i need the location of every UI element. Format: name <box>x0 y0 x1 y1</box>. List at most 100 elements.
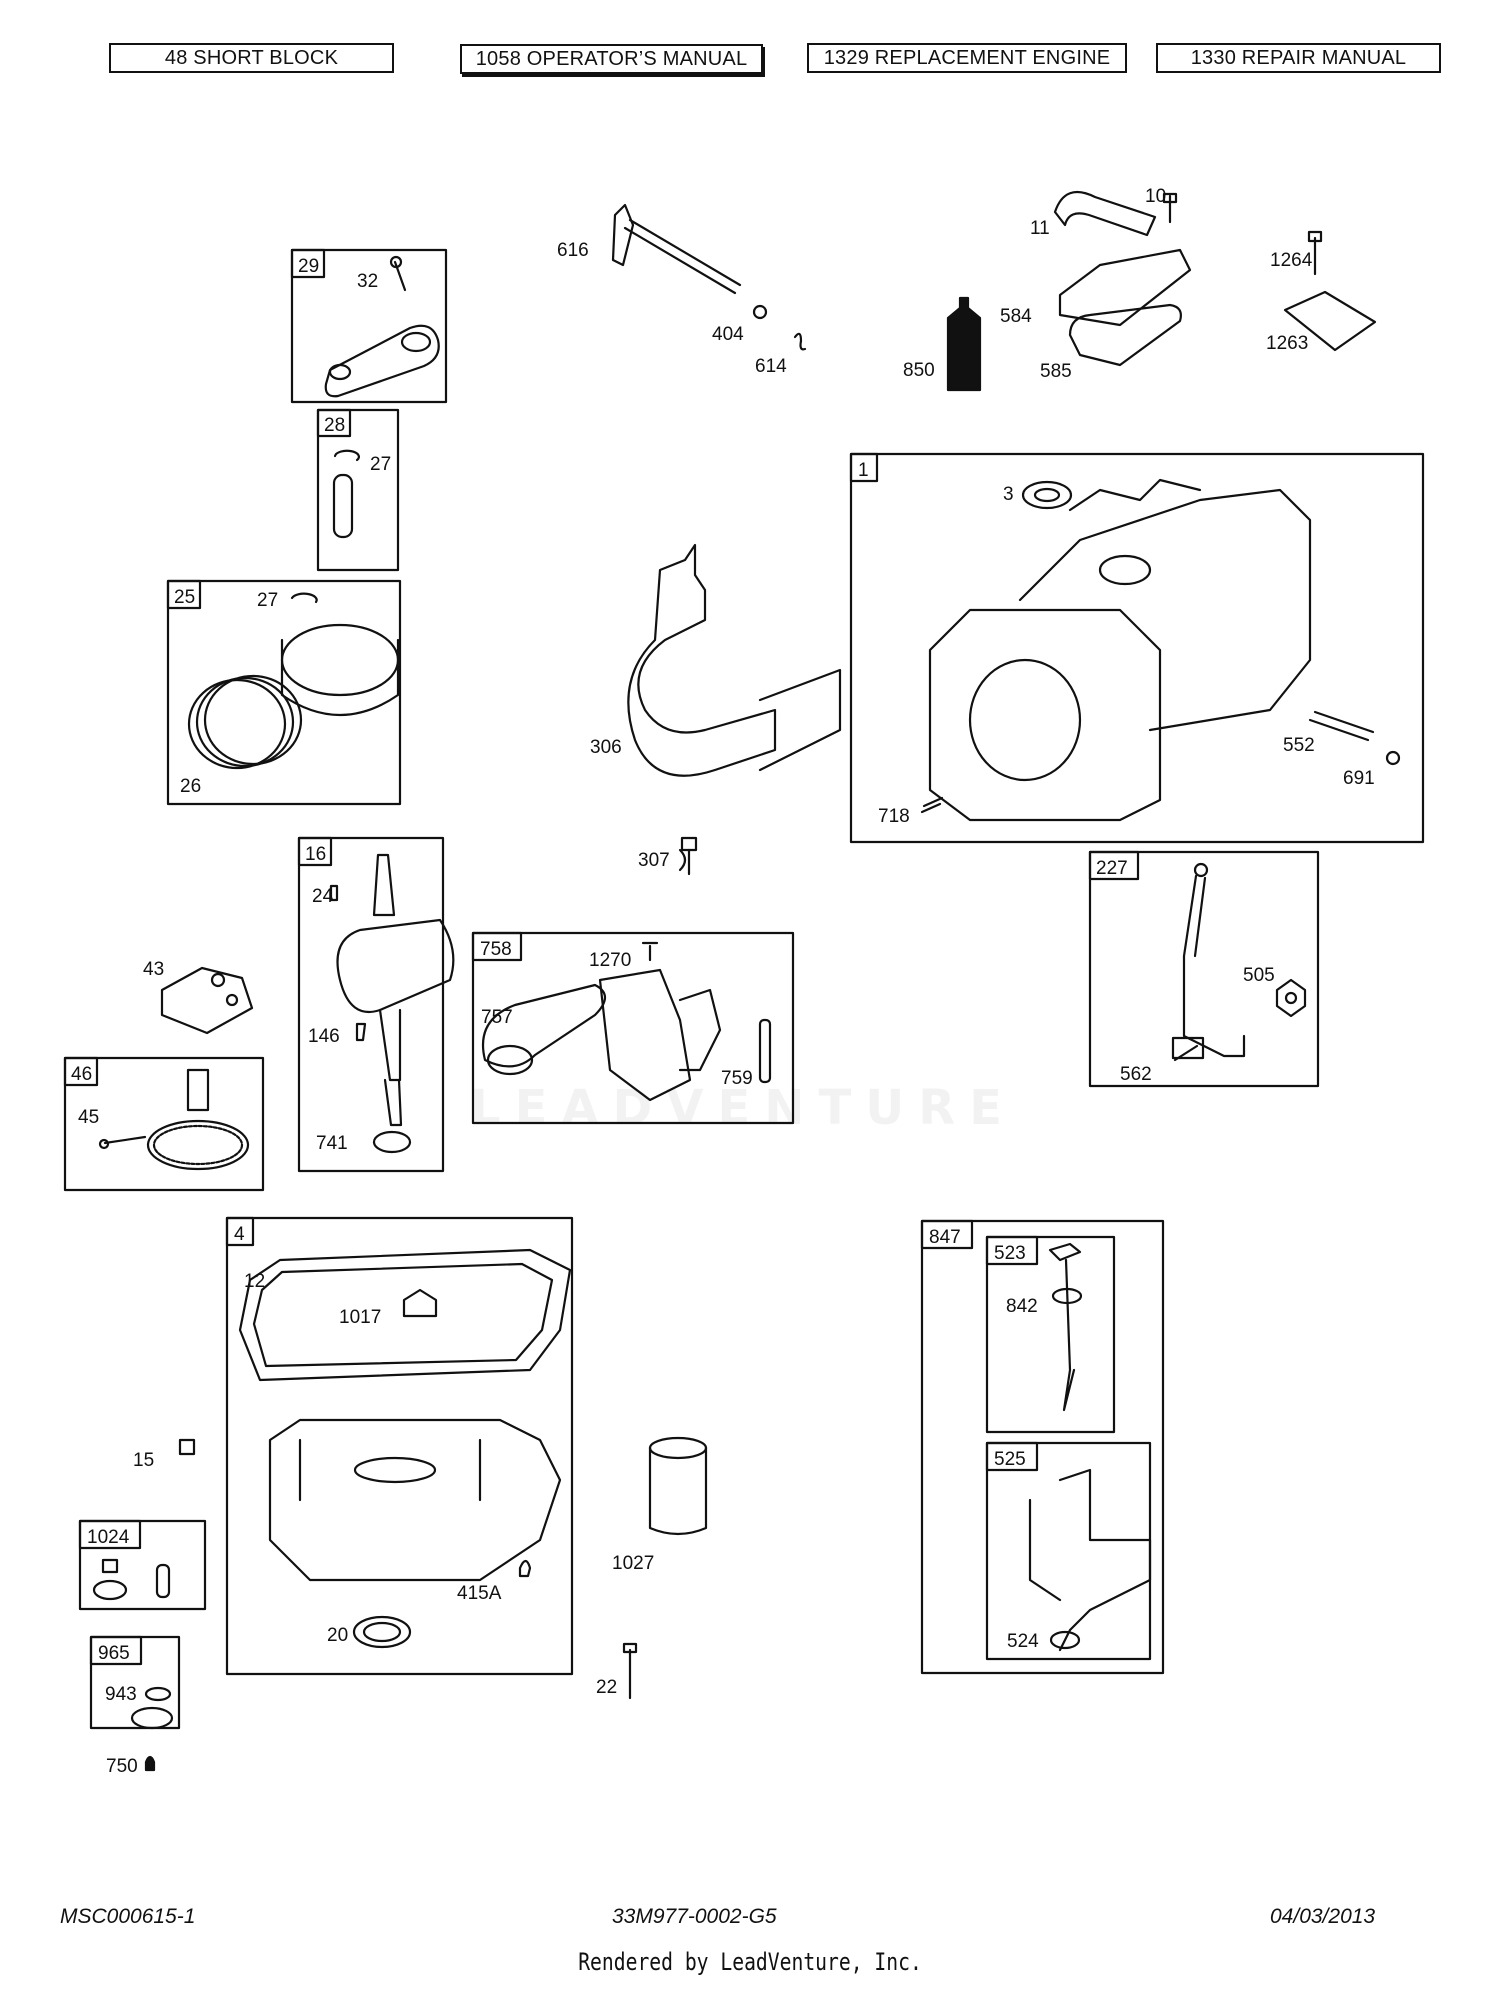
group-4-label: 4 <box>234 1224 245 1245</box>
callout-20: 20 <box>327 1625 348 1646</box>
callout-24: 24 <box>312 886 334 907</box>
group-16-label: 16 <box>305 844 326 865</box>
callout-labels: 32 27 27 26 24 146 741 43 45 616 404 614… <box>78 186 1375 1777</box>
governor-shaft-drawing <box>611 203 807 351</box>
callout-146: 146 <box>308 1026 340 1047</box>
oil-filter-drawing <box>648 1436 708 1536</box>
connecting-rod-drawing <box>324 255 440 398</box>
group-4[interactable]: 4 <box>225 1216 574 1676</box>
callout-404: 404 <box>712 324 744 345</box>
callout-757: 757 <box>481 1007 513 1028</box>
callout-12: 12 <box>244 1271 265 1292</box>
bolt-drawing <box>622 1642 638 1700</box>
group-16[interactable]: 16 <box>297 836 445 1173</box>
rendered-by: Rendered by LeadVenture, Inc. <box>578 1948 922 1976</box>
callout-306: 306 <box>590 737 622 758</box>
dipstick-drawing <box>1028 1242 1152 1652</box>
group-1024[interactable]: 1024 <box>78 1519 207 1611</box>
callout-584: 584 <box>1000 306 1032 327</box>
group-525[interactable]: 525 <box>985 1441 1152 1661</box>
footer-date: 04/03/2013 <box>1270 1905 1376 1928</box>
group-29[interactable]: 29 <box>290 248 448 404</box>
callout-43: 43 <box>143 959 164 980</box>
callout-552: 552 <box>1283 735 1315 756</box>
callout-943: 943 <box>105 1684 137 1705</box>
callout-585: 585 <box>1040 361 1072 382</box>
callout-850: 850 <box>903 360 935 381</box>
replacement-engine-link[interactable]: 1329 REPLACEMENT ENGINE <box>807 43 1127 73</box>
sealant-tube-drawing <box>946 296 982 392</box>
callout-10: 10 <box>1145 186 1166 207</box>
breather-drawing <box>1053 190 1192 367</box>
callout-415a: 415A <box>457 1583 502 1604</box>
callout-524: 524 <box>1007 1631 1039 1652</box>
operators-manual-link[interactable]: 1058 OPERATOR’S MANUAL <box>460 44 763 74</box>
callout-1263: 1263 <box>1266 333 1308 354</box>
group-847-label: 847 <box>929 1227 961 1248</box>
sump-drawing <box>178 1248 572 1649</box>
group-46-label: 46 <box>71 1064 92 1085</box>
group-965-label: 965 <box>98 1643 130 1664</box>
callout-26: 26 <box>180 776 201 797</box>
callout-614: 614 <box>755 356 787 377</box>
callout-1264: 1264 <box>1270 250 1313 271</box>
group-758[interactable]: 758 <box>471 931 795 1125</box>
group-227[interactable]: 227 <box>1088 850 1320 1088</box>
cover-plate-drawing <box>1283 230 1377 352</box>
callout-691: 691 <box>1343 768 1375 789</box>
governor-lever-drawing <box>1171 862 1307 1062</box>
callout-616: 616 <box>557 240 589 261</box>
callout-11: 11 <box>1030 218 1050 239</box>
callout-3: 3 <box>1003 484 1014 505</box>
group-1[interactable]: 1 <box>849 452 1425 844</box>
callout-45: 45 <box>78 1107 99 1128</box>
piston-pin-drawing <box>332 449 360 539</box>
callout-27a: 27 <box>370 454 391 475</box>
group-28-label: 28 <box>324 415 345 436</box>
callout-32: 32 <box>357 271 378 292</box>
callout-750: 750 <box>106 1756 138 1777</box>
group-227-label: 227 <box>1096 858 1128 879</box>
group-25-label: 25 <box>174 587 195 608</box>
callout-1017: 1017 <box>339 1307 381 1328</box>
watermark: LEADVENTURE <box>470 1080 1016 1136</box>
short-block-link[interactable]: 48 SHORT BLOCK <box>109 43 394 73</box>
blower-housing-drawing <box>627 543 842 876</box>
crankshaft-drawing <box>329 853 455 1154</box>
group-847[interactable]: 847 <box>920 1219 1165 1675</box>
oil-sensor-drawing <box>92 1558 171 1601</box>
group-525-label: 525 <box>994 1449 1026 1470</box>
group-758-label: 758 <box>480 939 512 960</box>
callout-307: 307 <box>638 850 670 871</box>
callout-718: 718 <box>878 806 910 827</box>
governor-drawing <box>160 966 254 1035</box>
callout-842: 842 <box>1006 1296 1038 1317</box>
cam-gear-drawing <box>98 1068 250 1171</box>
group-46[interactable]: 46 <box>63 1056 265 1192</box>
piston-rings-drawing <box>187 592 400 770</box>
group-25[interactable]: 25 <box>166 579 402 806</box>
footer-left-code: MSC000615-1 <box>60 1905 196 1928</box>
breather-assy-drawing <box>481 941 772 1102</box>
callout-759: 759 <box>721 1068 753 1089</box>
callout-741: 741 <box>316 1133 348 1154</box>
group-1-label: 1 <box>858 460 869 481</box>
callout-505: 505 <box>1243 965 1275 986</box>
group-523-label: 523 <box>994 1243 1026 1264</box>
group-29-label: 29 <box>298 256 319 277</box>
callout-15: 15 <box>133 1450 154 1471</box>
callout-27b: 27 <box>257 590 278 611</box>
callout-1270: 1270 <box>589 950 631 971</box>
footer-center-code: 33M977-0002-G5 <box>612 1905 777 1928</box>
repair-manual-link[interactable]: 1330 REPAIR MANUAL <box>1156 43 1441 73</box>
group-28[interactable]: 28 <box>316 408 400 572</box>
cylinder-block-drawing <box>920 478 1401 822</box>
group-965[interactable]: 965 <box>89 1635 181 1730</box>
group-1024-label: 1024 <box>87 1527 130 1548</box>
callout-1027: 1027 <box>612 1553 654 1574</box>
o-ring-kit-drawing <box>130 1686 174 1772</box>
callout-562: 562 <box>1120 1064 1152 1085</box>
group-523[interactable]: 523 <box>985 1235 1116 1434</box>
callout-22: 22 <box>596 1677 617 1698</box>
